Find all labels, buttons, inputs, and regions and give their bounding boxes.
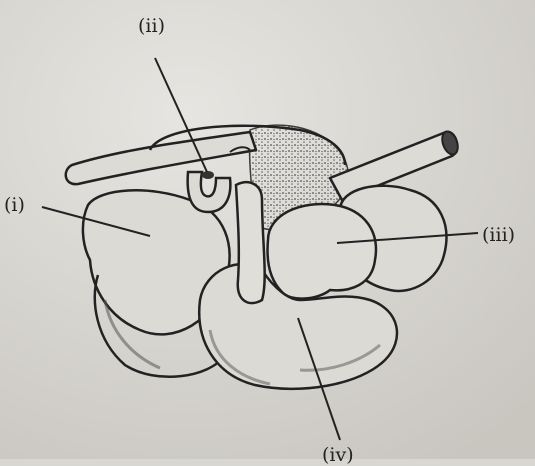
label-i: (i) [4, 196, 25, 215]
central-trunk [236, 182, 265, 303]
label-iii: (iii) [482, 226, 515, 245]
right-lobe-inner [268, 204, 376, 299]
label-iv: (iv) [322, 446, 354, 465]
valve-opening [202, 171, 214, 179]
label-ii: (ii) [138, 17, 165, 36]
